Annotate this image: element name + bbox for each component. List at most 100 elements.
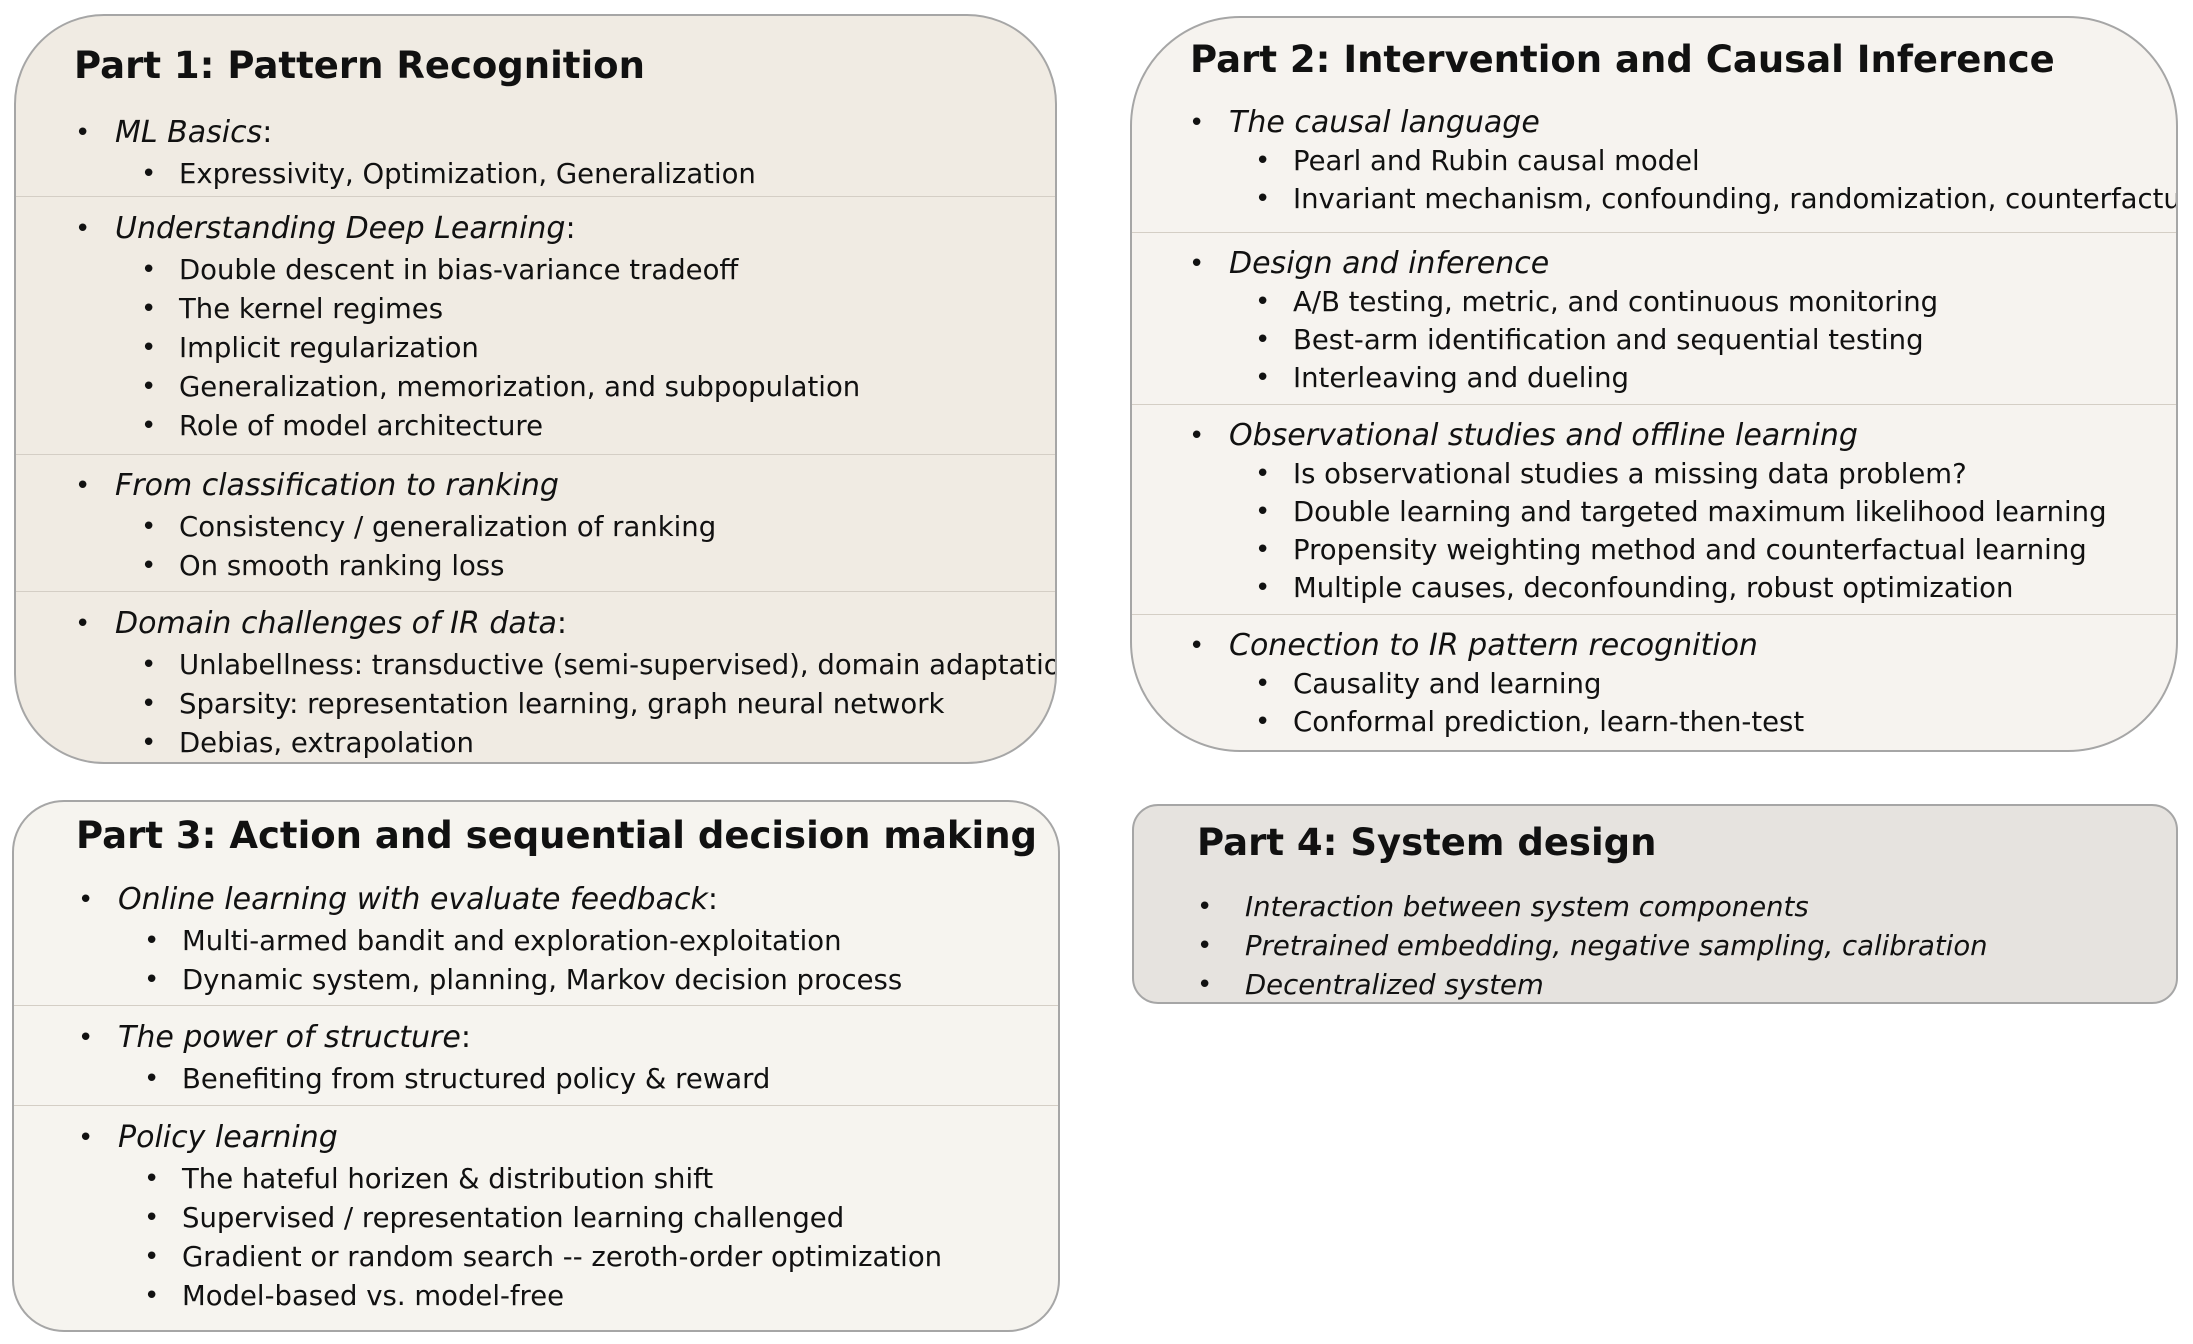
bullet-icon: • <box>144 1203 160 1233</box>
list-item: •The kernel regimes <box>141 290 443 328</box>
bullet-icon: • <box>141 294 157 324</box>
bullet-icon: • <box>1255 363 1271 393</box>
section-heading: •The power of structure: <box>78 1020 471 1055</box>
bullet-icon: • <box>1255 459 1271 489</box>
bullet-icon: • <box>1255 287 1271 317</box>
list-item: •Double learning and targeted maximum li… <box>1255 493 2107 531</box>
section-heading: •Policy learning <box>78 1120 338 1155</box>
bullet-icon: • <box>1197 892 1213 922</box>
list-item: •Invariant mechanism, confounding, rando… <box>1255 180 2176 218</box>
part4-title: Part 4: System design <box>1197 821 1657 864</box>
list-item: •Multi-armed bandit and exploration-expl… <box>144 922 842 960</box>
bullet-icon: • <box>78 885 94 915</box>
section-divider <box>1132 232 2176 233</box>
list-item: •Debias, extrapolation <box>141 724 474 762</box>
bullet-icon: • <box>1255 707 1271 737</box>
section-heading: •ML Basics: <box>75 115 273 150</box>
list-item: •Interaction between system components <box>1197 888 1809 926</box>
section-divider <box>16 196 1055 197</box>
bullet-icon: • <box>141 411 157 441</box>
section-heading: •From classification to ranking <box>75 468 559 503</box>
bullet-icon: • <box>1189 249 1205 279</box>
bullet-icon: • <box>141 372 157 402</box>
list-item: •Double descent in bias-variance tradeof… <box>141 251 738 289</box>
list-item: •Gradient or random search -- zeroth-ord… <box>144 1238 942 1276</box>
list-item: •A/B testing, metric, and continuous mon… <box>1255 283 1938 321</box>
list-item: •Unlabellness: transductive (semi-superv… <box>141 646 1055 684</box>
bullet-icon: • <box>141 728 157 758</box>
bullet-icon: • <box>141 689 157 719</box>
bullet-icon: • <box>1197 931 1213 961</box>
list-item: •Supervised / representation learning ch… <box>144 1199 844 1237</box>
bullet-icon: • <box>1255 497 1271 527</box>
bullet-icon: • <box>141 512 157 542</box>
bullet-icon: • <box>144 1281 160 1311</box>
section-divider <box>1132 614 2176 615</box>
section-heading: •The causal language <box>1189 105 1540 140</box>
bullet-icon: • <box>1189 631 1205 661</box>
bullet-icon: • <box>75 471 91 501</box>
list-item: •Implicit regularization <box>141 329 479 367</box>
part1-card: Part 1: Pattern Recognition •ML Basics: … <box>14 14 1057 764</box>
bullet-icon: • <box>1255 184 1271 214</box>
list-item: •Consistency / generalization of ranking <box>141 508 716 546</box>
list-item: •Causality and learning <box>1255 665 1601 703</box>
part2-card: Part 2: Intervention and Causal Inferenc… <box>1130 16 2178 752</box>
bullet-icon: • <box>141 650 157 680</box>
bullet-icon: • <box>1255 573 1271 603</box>
list-item: •Expressivity, Optimization, Generalizat… <box>141 155 756 193</box>
bullet-icon: • <box>75 214 91 244</box>
section-divider <box>16 591 1055 592</box>
list-item: •Sparsity: representation learning, grap… <box>141 685 944 723</box>
part1-title: Part 1: Pattern Recognition <box>74 44 645 87</box>
bullet-icon: • <box>1255 325 1271 355</box>
list-item: •Pearl and Rubin causal model <box>1255 142 1700 180</box>
section-divider <box>16 454 1055 455</box>
section-heading: •Online learning with evaluate feedback: <box>78 882 718 917</box>
bullet-icon: • <box>1197 970 1213 1000</box>
section-heading: •Understanding Deep Learning: <box>75 211 576 246</box>
bullet-icon: • <box>144 926 160 956</box>
part3-card: Part 3: Action and sequential decision m… <box>12 800 1060 1332</box>
part4-card: Part 4: System design •Interaction betwe… <box>1132 804 2178 1004</box>
list-item: •Conformal prediction, learn-then-test <box>1255 703 1804 741</box>
section-heading: •Conection to IR pattern recognition <box>1189 628 1758 663</box>
bullet-icon: • <box>144 1064 160 1094</box>
list-item: •Is observational studies a missing data… <box>1255 455 1967 493</box>
bullet-icon: • <box>141 159 157 189</box>
bullet-icon: • <box>144 1164 160 1194</box>
bullet-icon: • <box>75 609 91 639</box>
part3-title: Part 3: Action and sequential decision m… <box>76 814 1038 857</box>
list-item: •Model-based vs. model-free <box>144 1277 564 1315</box>
list-item: •The hateful horizen & distribution shif… <box>144 1160 713 1198</box>
bullet-icon: • <box>144 965 160 995</box>
section-heading: •Observational studies and offline learn… <box>1189 418 1858 453</box>
bullet-icon: • <box>75 118 91 148</box>
section-divider <box>14 1005 1058 1006</box>
list-item: •Benefiting from structured policy & rew… <box>144 1060 770 1098</box>
list-item: •Dynamic system, planning, Markov decisi… <box>144 961 902 999</box>
list-item: •Interleaving and dueling <box>1255 359 1629 397</box>
list-item: •Generalization, memorization, and subpo… <box>141 368 860 406</box>
list-item: •On smooth ranking loss <box>141 547 504 585</box>
section-heading: •Design and inference <box>1189 246 1550 281</box>
bullet-icon: • <box>1189 108 1205 138</box>
list-item: •Best-arm identification and sequential … <box>1255 321 1924 359</box>
section-divider <box>14 1105 1058 1106</box>
bullet-icon: • <box>1255 146 1271 176</box>
bullet-icon: • <box>141 333 157 363</box>
section-divider <box>1132 404 2176 405</box>
bullet-icon: • <box>1189 421 1205 451</box>
bullet-icon: • <box>144 1242 160 1272</box>
bullet-icon: • <box>1255 535 1271 565</box>
list-item: •Role of model architecture <box>141 407 543 445</box>
list-item: •Multiple causes, deconfounding, robust … <box>1255 569 2013 607</box>
bullet-icon: • <box>78 1123 94 1153</box>
part2-title: Part 2: Intervention and Causal Inferenc… <box>1190 38 2055 81</box>
list-item: •Decentralized system <box>1197 966 1544 1002</box>
list-item: •Pretrained embedding, negative sampling… <box>1197 927 1988 965</box>
section-heading: •Domain challenges of IR data: <box>75 606 568 641</box>
bullet-icon: • <box>141 551 157 581</box>
bullet-icon: • <box>141 255 157 285</box>
list-item: •Propensity weighting method and counter… <box>1255 531 2087 569</box>
